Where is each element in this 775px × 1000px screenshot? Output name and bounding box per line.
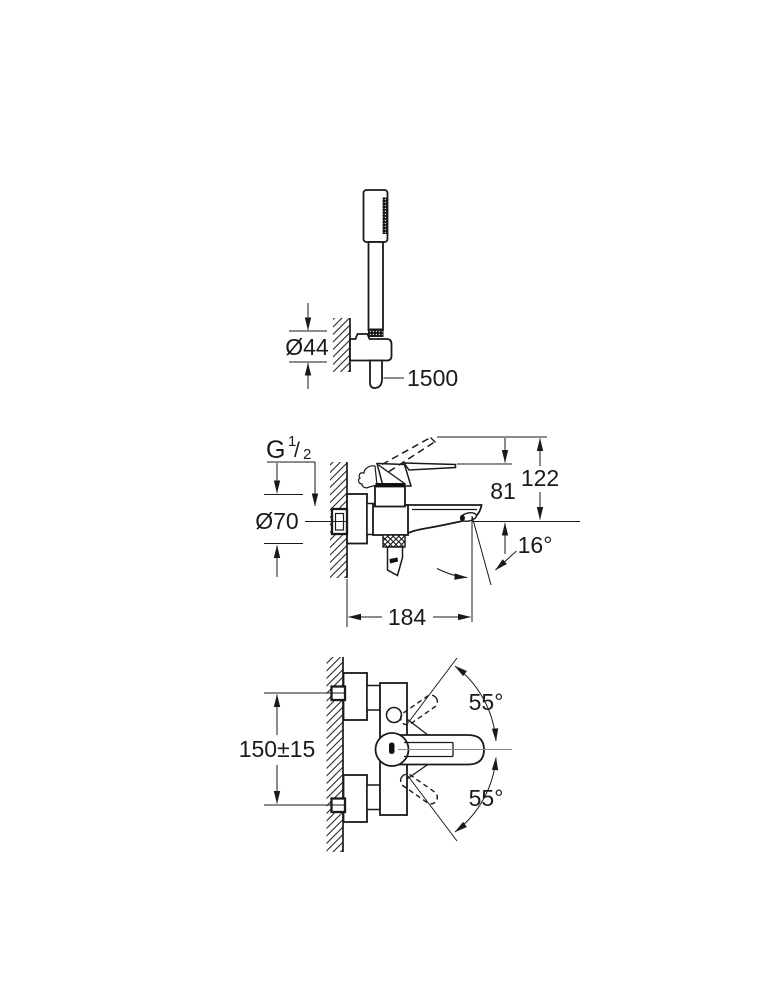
plan-view: 150±15 55° 55° <box>239 657 512 852</box>
dim-heights: 81 122 <box>437 436 559 554</box>
dim-swivel-angles: 55° 55° <box>454 665 504 833</box>
dim-spout-angle: 16° <box>436 515 553 622</box>
dim-projection: 184 <box>346 579 471 630</box>
lever-swivel-lower <box>399 773 439 805</box>
dim-hose-length: 1500 <box>383 365 458 391</box>
dim-label-81: 81 <box>490 478 516 504</box>
lever-raised-top <box>381 436 431 466</box>
connector-upper <box>366 684 381 711</box>
dim-label-1500: 1500 <box>407 365 458 391</box>
dim-label-150: 150±15 <box>239 736 316 762</box>
dim-label-16deg: 16° <box>518 532 553 558</box>
shower-handle <box>367 241 384 331</box>
mixer-body <box>372 504 409 536</box>
lever-grip <box>402 462 457 471</box>
dim-label-122: 122 <box>521 465 559 491</box>
lever-body-edge <box>378 464 407 486</box>
dim-thread: G 1 / 2 <box>266 433 319 507</box>
escutcheon <box>346 493 368 545</box>
wall-holder <box>349 333 393 362</box>
outlet-slot <box>389 557 398 564</box>
dim-label-55-upper: 55° <box>469 689 504 715</box>
escutcheon-lower <box>342 774 368 823</box>
dim-holder-diameter: Ø44 <box>285 303 329 389</box>
hose-union-knurl <box>382 534 406 548</box>
body-bevel-upper <box>406 718 429 737</box>
dim-label-o44: Ø44 <box>285 334 329 360</box>
shower-hose <box>369 359 383 389</box>
wall-hatch <box>333 318 350 372</box>
lever-hidden-detail <box>357 465 378 489</box>
dim-label-184: 184 <box>388 604 427 630</box>
spout <box>404 504 483 535</box>
hand-shower-view: Ø44 1500 <box>285 189 458 391</box>
body-bevel-lower <box>406 763 429 780</box>
diverter-knob <box>385 706 403 724</box>
angle-leg-upper <box>407 657 458 724</box>
dim-label-o70: Ø70 <box>255 508 298 534</box>
angle-leg-lower <box>407 775 458 842</box>
lever-slot <box>389 742 395 754</box>
cartridge-housing <box>374 485 406 508</box>
side-view: G 1 / 2 Ø70 81 122 <box>255 433 580 630</box>
lever-raised-bottom <box>388 441 435 473</box>
connector-lower <box>366 784 381 811</box>
hose-nut-knurl <box>368 328 384 337</box>
dim-label-55-lower: 55° <box>469 785 504 811</box>
dim-escutcheon-diameter: Ø70 <box>255 463 303 577</box>
dim-connection-centers: 150±15 <box>239 694 316 804</box>
thread-label: G 1 / 2 <box>266 433 311 464</box>
lever-raised-cap <box>430 437 436 443</box>
lever-base-line <box>375 483 405 487</box>
lever-swivel-upper <box>399 694 439 726</box>
escutcheon-upper <box>342 672 368 721</box>
lever-body <box>376 462 413 487</box>
shower-head-knurl <box>382 197 388 234</box>
